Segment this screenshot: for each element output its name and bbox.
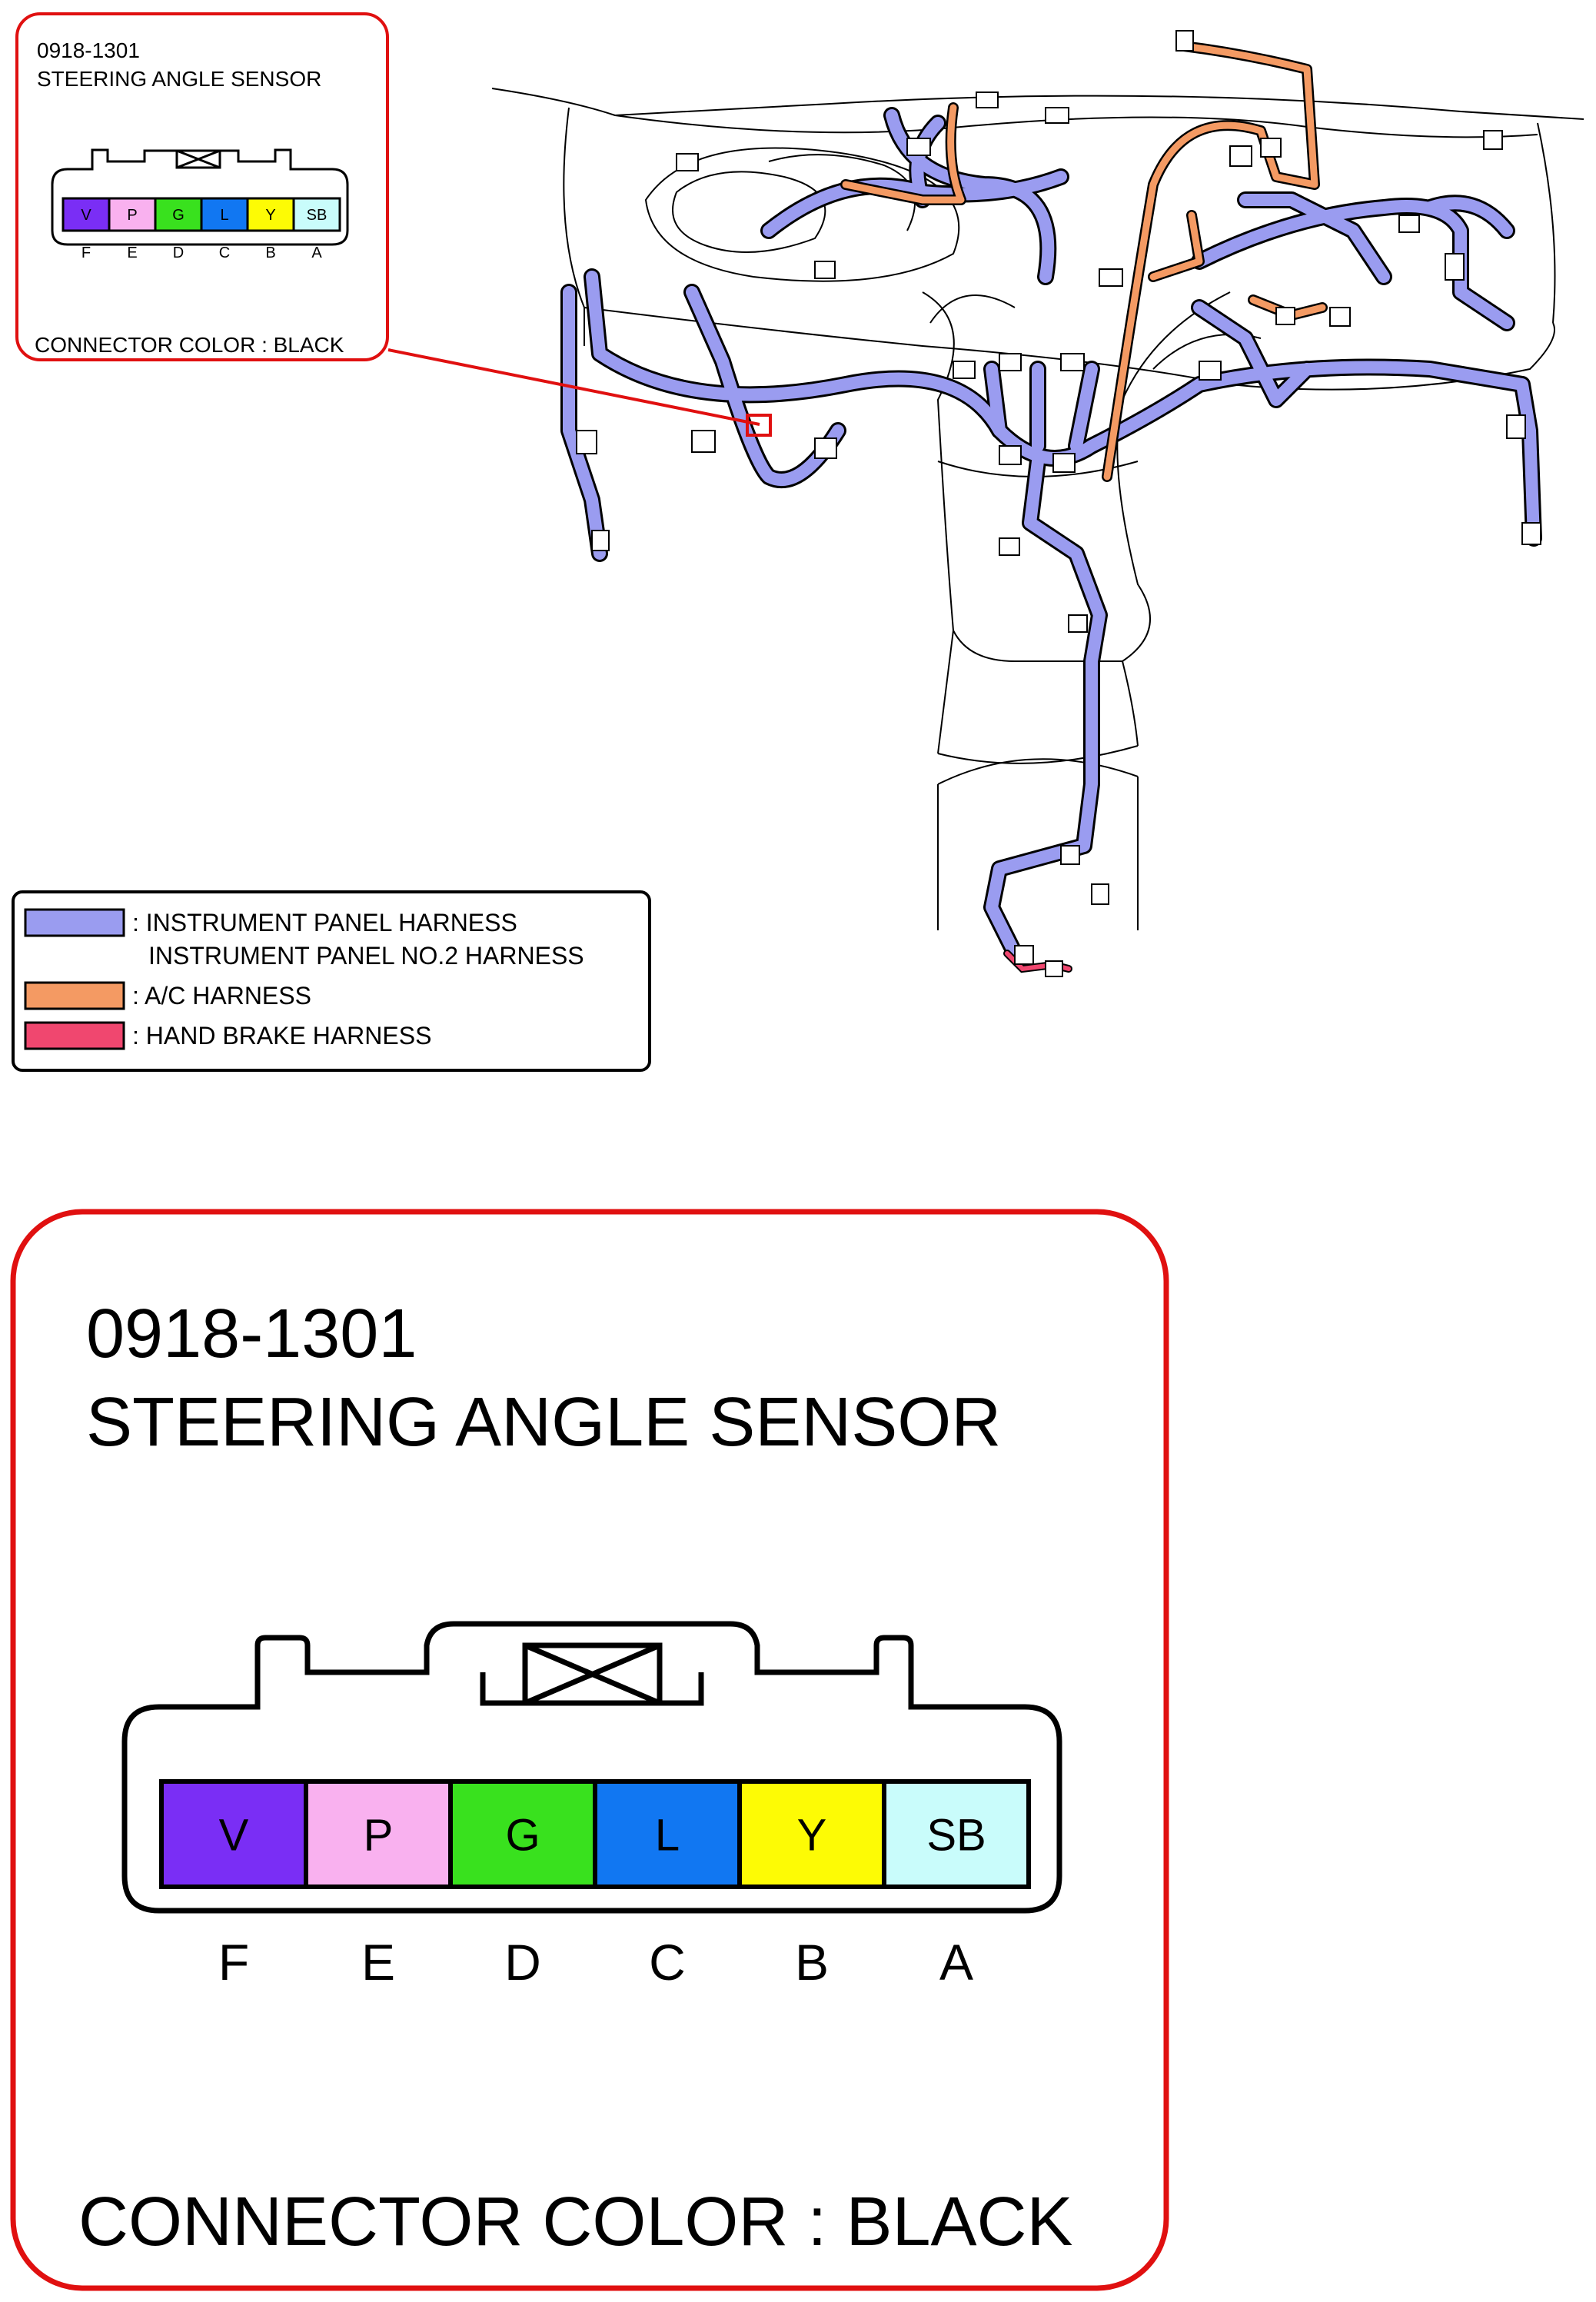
small-pin-e: [108, 197, 157, 232]
small-pin-a: [292, 197, 341, 232]
callout-small-title: STEERING ANGLE SENSOR: [37, 67, 321, 91]
small-pin-wire-color-d: G: [172, 207, 185, 224]
small-pin-label-c: C: [219, 245, 230, 261]
connector-housing-large: [121, 1621, 1062, 1914]
legend-label-hand-brake: : HAND BRAKE HARNESS: [132, 1022, 431, 1050]
instrument-panel-harness-fill: [563, 109, 1540, 960]
small-pin-wire-color-c: L: [220, 207, 228, 224]
dashboard-outline: [491, 88, 1584, 930]
small-pin-wire-color-f: V: [81, 207, 91, 224]
legend-label-instrument-panel-no2: INSTRUMENT PANEL NO.2 HARNESS: [148, 942, 584, 970]
harness-legend: : INSTRUMENT PANEL HARNESS INSTRUMENT PA…: [12, 890, 651, 1072]
small-pin-label-a: A: [311, 245, 322, 261]
large-pin-b: [737, 1779, 886, 1889]
large-pin-wire-color-d: G: [505, 1810, 540, 1860]
callout-small-code: 0918-1301: [37, 38, 140, 62]
callout-large-color-note: CONNECTOR COLOR : BLACK: [78, 2184, 1073, 2260]
connector-pins-small: V F P E G D L C Y B SB A: [62, 197, 341, 261]
harness-connectors: [576, 30, 1541, 977]
large-pin-f: [159, 1779, 308, 1889]
legend-swatch-instrument-panel: [24, 908, 125, 937]
sensor-location-marker: [387, 348, 772, 437]
large-pin-wire-color-f: V: [219, 1810, 249, 1860]
callout-small-color-note: CONNECTOR COLOR : BLACK: [35, 333, 344, 357]
large-pin-e: [304, 1779, 453, 1889]
callout-large-code: 0918-1301: [86, 1296, 417, 1372]
large-pin-label-b: B: [795, 1934, 829, 1991]
legend-label-ac: : A/C HARNESS: [132, 982, 311, 1010]
small-pin-c: [200, 197, 249, 232]
legend-label-instrument-panel: : INSTRUMENT PANEL HARNESS: [132, 909, 517, 936]
small-pin-wire-color-e: P: [127, 207, 137, 224]
small-pin-label-e: E: [127, 245, 137, 261]
small-pin-wire-color-b: Y: [265, 207, 275, 224]
large-pin-label-a: A: [939, 1934, 973, 1991]
small-pin-label-f: F: [81, 245, 91, 261]
legend-swatch-hand-brake: [24, 1021, 125, 1050]
small-pin-d: [154, 197, 203, 232]
callout-large-title: STEERING ANGLE SENSOR: [86, 1384, 1001, 1461]
large-pin-label-e: E: [361, 1934, 395, 1991]
connector-callout-small: 0918-1301 STEERING ANGLE SENSOR V F P E G D L C…: [15, 12, 389, 361]
large-pin-d: [448, 1779, 597, 1889]
large-pin-label-c: C: [649, 1934, 686, 1991]
large-pin-wire-color-b: Y: [797, 1810, 827, 1860]
connector-callout-large: 0918-1301 STEERING ANGLE SENSOR V F P E G D L C…: [10, 1209, 1169, 2291]
small-pin-wire-color-a: SB: [307, 207, 328, 224]
small-pin-label-b: B: [265, 245, 275, 261]
legend-swatch-ac: [24, 981, 125, 1010]
large-pin-wire-color-a: SB: [926, 1810, 986, 1860]
large-pin-wire-color-c: L: [655, 1810, 680, 1860]
large-pin-wire-color-e: P: [364, 1810, 394, 1860]
large-pin-label-f: F: [218, 1934, 249, 1991]
connector-housing-small: [51, 148, 349, 246]
large-pin-label-d: D: [504, 1934, 541, 1991]
small-pin-label-d: D: [173, 245, 184, 261]
large-pin-a: [882, 1779, 1031, 1889]
connector-pins-large: V F P E G D L C Y B SB A: [159, 1779, 1031, 1991]
